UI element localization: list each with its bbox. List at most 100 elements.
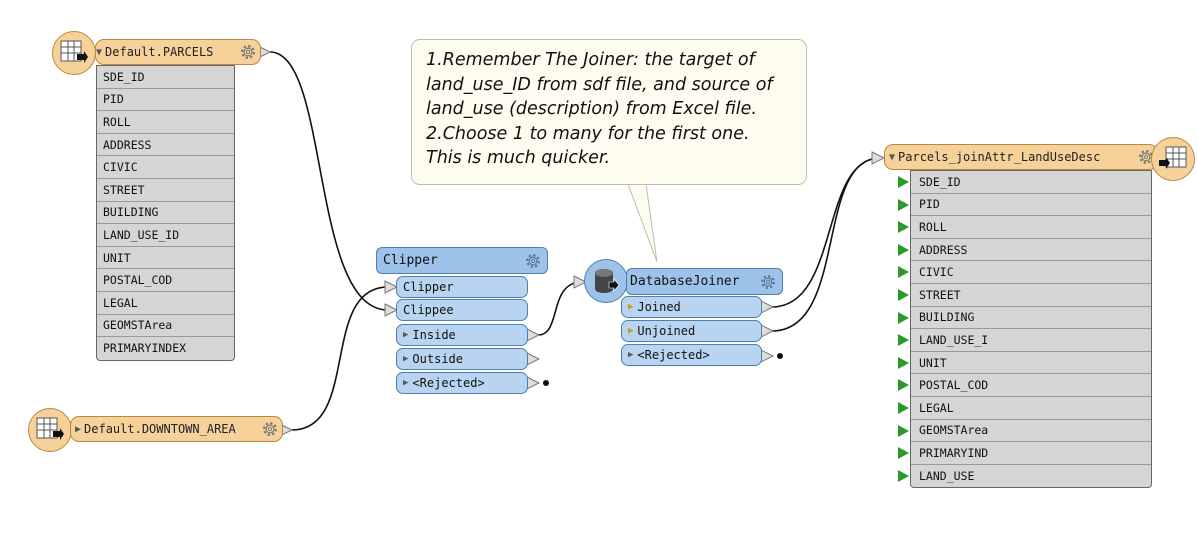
annotation-line: This is much quicker. [426, 148, 611, 168]
writer-attribute-row[interactable]: PID [898, 194, 1151, 217]
attribute-label: BUILDING [919, 310, 975, 325]
input-port-icon [898, 311, 909, 324]
link-inside-to-joiner [537, 281, 583, 336]
attribute-label: STREET [919, 287, 961, 302]
input-port-icon [898, 221, 909, 234]
writer-header[interactable]: ▼ Parcels_joinAttr_LandUseDesc [884, 144, 1158, 170]
input-port-icon [898, 469, 909, 482]
annotation-line: 1.Remember The Joiner: the target of [426, 50, 755, 70]
input-port-icon [898, 424, 909, 437]
input-port-icon [898, 198, 909, 211]
input-port-icon [898, 447, 909, 460]
joiner-output-unjoined[interactable]: ▶ Unjoined [621, 320, 762, 342]
downtown-reader-icon[interactable] [28, 408, 72, 452]
attribute-row: UNIT [97, 247, 234, 270]
attribute-label: UNIT [919, 355, 947, 370]
writer-attribute-row[interactable]: GEOMSTArea [898, 420, 1151, 443]
expand-arrow-icon[interactable]: ▶ [75, 423, 82, 435]
attribute-label: SDE_ID [919, 174, 961, 189]
link-unjoined-to-writer [771, 157, 881, 332]
writer-attribute-row[interactable]: CIVIC [898, 261, 1151, 284]
table-reader-icon [36, 417, 64, 440]
attribute-label: LAND_USE [919, 469, 975, 484]
annotation-line: land_use (description) from Excel file. [426, 99, 757, 119]
database-joiner-header[interactable]: DatabaseJoiner [626, 268, 783, 295]
port-label: <Rejected> [412, 376, 485, 390]
database-icon[interactable] [584, 259, 628, 303]
attribute-label: LEGAL [919, 400, 954, 415]
port-arrow-icon: ▶ [628, 350, 634, 360]
parcels-attribute-list: SDE_ID PID ROLL ADDRESS CIVIC STREET BUI… [96, 65, 235, 361]
clipper-output-outside[interactable]: ▶ Outside [396, 348, 528, 370]
attribute-label: CIVIC [919, 265, 954, 280]
collapse-arrow-icon[interactable]: ▼ [889, 151, 896, 163]
link-parcels-to-clippee [269, 51, 389, 311]
database-cylinder-icon [595, 269, 620, 293]
input-port-icon [898, 401, 909, 414]
attribute-row: PRIMARYINDEX [103, 341, 187, 356]
writer-attribute-row[interactable]: ADDRESS [898, 239, 1151, 262]
attribute-row: STREET [97, 179, 234, 202]
port-label: <Rejected> [637, 348, 710, 362]
clipper-rejected-dot [543, 380, 549, 386]
gear-icon[interactable] [759, 273, 777, 291]
parcels-reader-header[interactable]: ▼ Default.PARCELS [95, 39, 261, 65]
writer-attribute-row[interactable]: LEGAL [898, 397, 1151, 420]
attribute-row: GEOMSTArea [97, 315, 234, 338]
writer-attribute-row[interactable]: UNIT [898, 352, 1151, 375]
writer-attribute-row[interactable]: ROLL [898, 216, 1151, 239]
port-label: Clippee [403, 303, 454, 317]
gear-icon[interactable] [239, 43, 257, 61]
attribute-row: CIVIC [97, 156, 234, 179]
annotation-line: land_use_ID from sdf file, and source of [426, 74, 773, 95]
writer-attribute-row[interactable]: STREET [898, 284, 1151, 307]
joiner-output-joined[interactable]: ▶ Joined [621, 296, 762, 318]
port-arrow-icon: ▶ [403, 330, 409, 340]
port-label: Clipper [403, 280, 454, 294]
port-arrow-icon: ▶ [403, 378, 409, 388]
input-port-icon [898, 176, 909, 188]
clipper-output-rejected[interactable]: ▶ <Rejected> [396, 372, 528, 394]
attribute-row: PID [97, 89, 234, 112]
attribute-label: ROLL [919, 219, 947, 234]
input-port-icon [898, 288, 909, 301]
input-port-icon [898, 266, 909, 279]
clipper-input-clipper[interactable]: Clipper [396, 276, 528, 298]
attribute-label: LAND_USE_I [919, 332, 989, 347]
attribute-label: POSTAL_COD [919, 378, 989, 393]
attribute-row: LEGAL [97, 292, 234, 315]
joiner-output-rejected[interactable]: ▶ <Rejected> [621, 344, 762, 366]
attribute-label: ADDRESS [919, 242, 968, 257]
writer-attribute-row[interactable]: PRIMARYIND [898, 442, 1151, 465]
attribute-row: BUILDING [97, 202, 234, 225]
writer-title: Parcels_joinAttr_LandUseDesc [898, 150, 1101, 164]
parcels-reader-title: Default.PARCELS [105, 45, 214, 59]
writer-attribute-row[interactable]: LAND_USE_I [898, 329, 1151, 352]
writer-attribute-row[interactable]: LAND_USE [898, 465, 1151, 488]
link-downtown-to-clipper [291, 286, 389, 431]
annotation-note[interactable]: 1.Remember The Joiner: the target of lan… [411, 39, 807, 185]
attribute-row: ROLL [97, 111, 234, 134]
attribute-row: SDE_ID [97, 66, 234, 89]
attribute-row: ADDRESS [97, 134, 234, 157]
writer-attribute-row[interactable]: SDE_ID [898, 171, 1151, 194]
writer-icon[interactable] [1151, 137, 1195, 181]
writer-attribute-row[interactable]: BUILDING [898, 307, 1151, 330]
gear-icon[interactable] [524, 252, 542, 270]
parcels-reader-icon[interactable] [52, 31, 96, 75]
downtown-reader-header[interactable]: ▶ Default.DOWNTOWN_AREA [70, 416, 283, 442]
table-writer-icon [1159, 146, 1187, 169]
input-port-icon [898, 334, 909, 347]
port-label: Outside [412, 352, 463, 366]
gear-icon[interactable] [261, 420, 279, 438]
writer-attribute-row[interactable]: POSTAL_COD [898, 374, 1151, 397]
port-arrow-icon: ▶ [628, 326, 634, 336]
clipper-input-clippee[interactable]: Clippee [396, 299, 528, 321]
clipper-output-inside[interactable]: ▶ Inside [396, 324, 528, 346]
collapse-arrow-icon[interactable]: ▼ [96, 46, 103, 58]
port-arrow-icon: ▶ [403, 354, 409, 364]
clipper-header[interactable]: Clipper [376, 247, 548, 274]
attribute-label: PRIMARYIND [919, 445, 989, 460]
